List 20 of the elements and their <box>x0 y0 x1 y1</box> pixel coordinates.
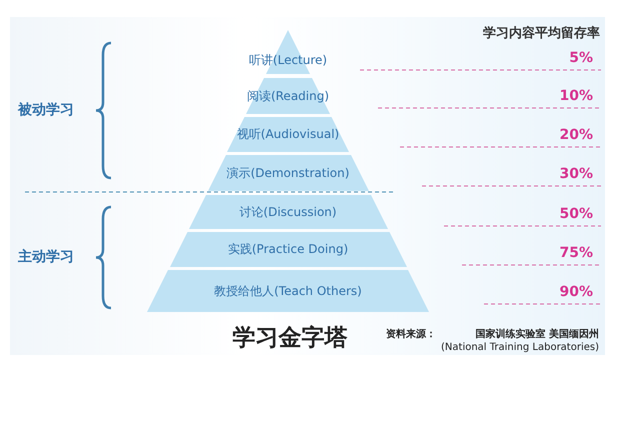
percentage-value: 50% <box>559 206 593 222</box>
pyramid-level: 讨论(Discussion) <box>188 195 388 229</box>
percentage-value: 90% <box>559 284 593 300</box>
column-heading: 学习内容平均留存率 <box>482 24 600 42</box>
pyramid-level: 实践(Practice Doing) <box>170 232 406 267</box>
source-text: 国家训练实验室 美国缅因州 <box>476 327 599 341</box>
percentage-value: 5% <box>569 50 593 66</box>
percentage-value: 30% <box>559 166 593 182</box>
percentage-value: 75% <box>559 245 593 261</box>
pyramid-level: 教授给他人(Teach Others) <box>147 270 429 312</box>
pyramid-title: 学习金字塔 <box>232 324 348 353</box>
source-text: (National Training Laboratories) <box>441 342 599 353</box>
percentage-value: 20% <box>559 127 593 143</box>
pyramid-level: 阅读(Reading) <box>245 78 331 114</box>
group-label: 主动学习 <box>18 248 74 266</box>
pyramid-level: 演示(Demonstration) <box>208 155 368 191</box>
percentage-value: 10% <box>559 88 593 104</box>
source-label: 资料来源： <box>386 328 436 341</box>
pyramid-level: 视听(Audiovisual) <box>227 117 349 152</box>
group-label: 被动学习 <box>18 101 74 119</box>
